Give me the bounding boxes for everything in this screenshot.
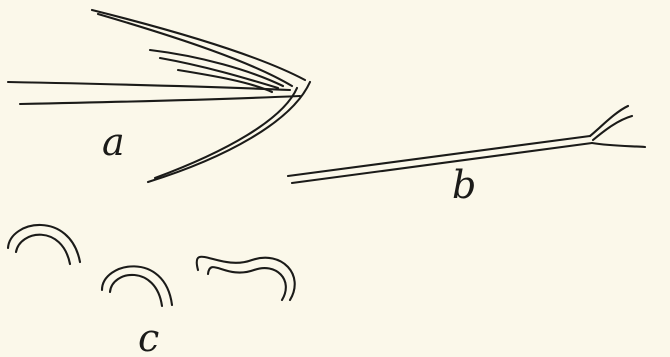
spicule-c-wave-inner — [208, 267, 286, 300]
label-a: a — [102, 120, 125, 164]
spicule-c-arc-2-inner — [110, 275, 162, 306]
label-b: b — [452, 163, 476, 207]
spicule-a-shaft-bottom — [20, 96, 300, 104]
spicule-b-shaft-top — [288, 136, 590, 176]
spicule-c-wave-outer — [197, 257, 295, 300]
spicule-a-lower-arm-inner — [155, 88, 297, 178]
spicule-a-top-arm-inner — [98, 14, 292, 86]
spicule-b-fork-lower — [592, 143, 645, 147]
spicule-b-shaft-bottom — [292, 143, 592, 183]
label-c: c — [138, 316, 159, 357]
spicule-c-arc-1-inner — [16, 235, 70, 264]
spicule-a-drawing — [8, 10, 310, 182]
spicule-a-mid-ray-upper — [150, 50, 283, 86]
spicule-c-drawing — [8, 225, 295, 306]
